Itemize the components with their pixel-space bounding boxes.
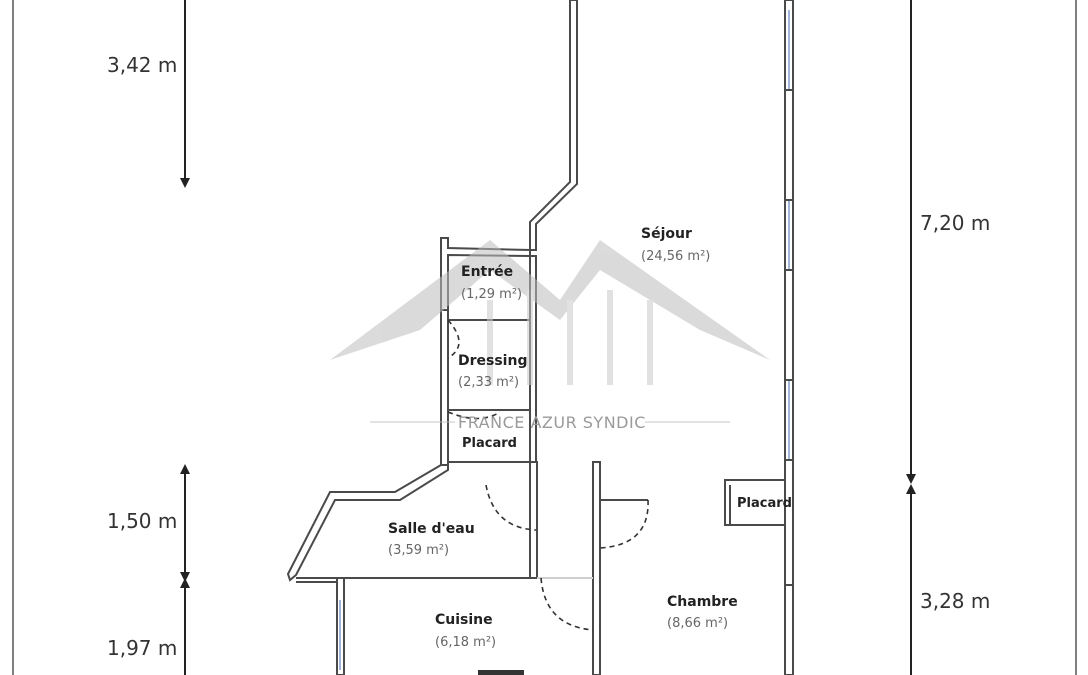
room-name-sejour: Séjour xyxy=(641,226,692,242)
watermark-text: FRANCE AZUR SYNDIC xyxy=(458,413,646,432)
room-area-entree: (1,29 m²) xyxy=(461,287,522,302)
dim-label-left-bottom: 1,97 m xyxy=(107,636,177,660)
room-area-sejour: (24,56 m²) xyxy=(641,249,710,264)
chambre-walls xyxy=(592,461,786,675)
dimension-right-top xyxy=(906,0,916,484)
room-area-salle-eau: (3,59 m²) xyxy=(388,543,449,558)
room-name-salle-eau: Salle d'eau xyxy=(388,521,475,537)
room-name-placard-2: Placard xyxy=(737,496,792,511)
room-name-dressing: Dressing xyxy=(458,353,527,369)
room-name-cuisine: Cuisine xyxy=(435,612,493,628)
dimension-left-bottom xyxy=(180,578,190,675)
dimension-left-middle xyxy=(180,464,190,582)
dim-label-left-middle: 1,50 m xyxy=(107,509,177,533)
dim-label-right-top: 7,20 m xyxy=(920,211,990,235)
room-area-dressing: (2,33 m²) xyxy=(458,375,519,390)
dim-label-right-bottom: 3,28 m xyxy=(920,589,990,613)
room-area-chambre: (8,66 m²) xyxy=(667,616,728,631)
dim-label-left-top: 3,42 m xyxy=(107,53,177,77)
cuisine-walls xyxy=(296,577,594,675)
wall-sejour-diagonal xyxy=(529,0,578,251)
watermark-logo xyxy=(330,240,770,423)
room-name-chambre: Chambre xyxy=(667,594,738,610)
room-area-cuisine: (6,18 m²) xyxy=(435,635,496,650)
room-name-entree: Entrée xyxy=(461,264,513,280)
room-name-placard-1: Placard xyxy=(462,436,517,451)
dimension-right-bottom xyxy=(906,484,916,675)
wall-exterior-right xyxy=(784,0,794,675)
dimension-left-top xyxy=(180,0,190,188)
